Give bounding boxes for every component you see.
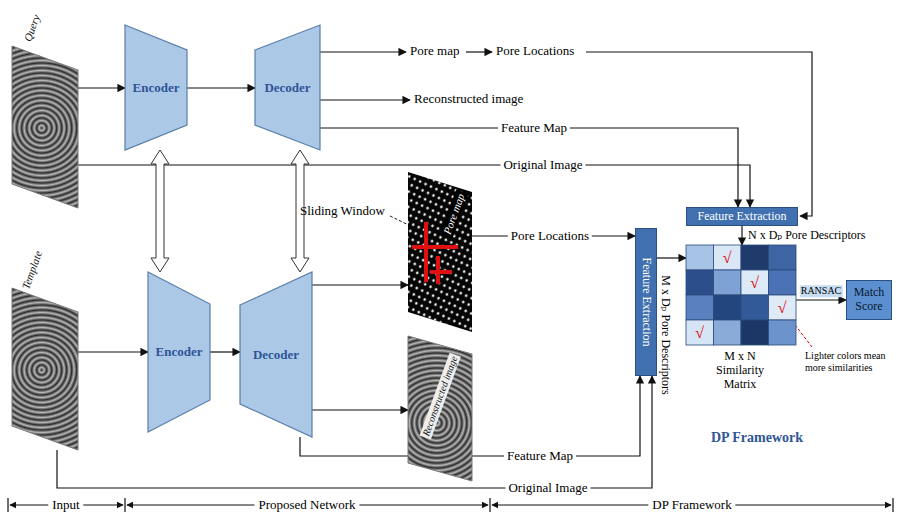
- reconstructed-image: Reconstructed image: [408, 336, 472, 481]
- pore-map-ground: [408, 172, 472, 332]
- trapezoid: [255, 25, 320, 150]
- module-label: Feature Extraction: [639, 258, 653, 347]
- edge-label: Original Image: [500, 158, 585, 173]
- connector: [210, 351, 240, 352]
- connector: [78, 351, 148, 352]
- matrix-cell: [714, 270, 742, 295]
- connector: [187, 87, 255, 88]
- output-label: Pore map: [410, 44, 459, 59]
- connector: [657, 257, 686, 258]
- network-label: Decoder: [253, 347, 299, 362]
- matrix-cell: [769, 320, 797, 345]
- matrix-cell: [686, 320, 714, 345]
- pore-dots: [408, 172, 472, 332]
- output-label: Pore Locations: [496, 44, 574, 59]
- network-label: Decoder: [264, 80, 310, 95]
- edge-label: Original Image: [505, 481, 590, 496]
- edge-label: Feature Map: [504, 449, 576, 464]
- connector: [57, 376, 652, 488]
- output-arrow: [466, 51, 492, 52]
- connector: [78, 87, 125, 88]
- edge-label: Feature Map: [498, 121, 570, 136]
- matrix-cell: [741, 320, 769, 345]
- matrix-cell: [769, 295, 797, 320]
- pore-map-image: Pore map: [408, 172, 472, 332]
- pore-location-wire: [586, 52, 812, 216]
- trapezoid: [125, 25, 187, 150]
- match-check: √: [750, 273, 759, 291]
- matrix-cell: [741, 295, 769, 320]
- fingerprint-ridges: [12, 288, 78, 450]
- output-arrow: [320, 51, 406, 52]
- connector: [741, 226, 742, 245]
- dimension-label: M x Dₚ Pore Descriptors: [658, 275, 672, 394]
- matrix-cell: [714, 320, 742, 345]
- matrix-cell: [686, 245, 714, 270]
- matrix-cell: [714, 245, 742, 270]
- panel-title: DP Framework: [711, 430, 803, 446]
- feature-extraction-box: Feature Extraction: [686, 207, 798, 226]
- fingerprint-ridges: [12, 46, 78, 208]
- connector: [312, 284, 408, 285]
- dimension-label: N x Dₚ Pore Descriptors: [748, 229, 865, 243]
- network-label: Encoder: [133, 80, 180, 95]
- similarity-matrix: √ √ √ √: [686, 245, 796, 345]
- axis-tick: [8, 498, 893, 512]
- score-label: Match Score: [854, 286, 885, 314]
- panel-outline: [621, 199, 896, 469]
- decoder-block: Decoder: [240, 272, 312, 437]
- module-label: Feature Extraction: [698, 210, 787, 224]
- encoder-block: Encoder: [148, 272, 210, 432]
- fingerprint-ridges: [408, 336, 472, 481]
- match-check: √: [723, 248, 732, 266]
- trapezoid: [240, 272, 312, 437]
- image-title: Query: [21, 13, 42, 43]
- network-label: Encoder: [156, 345, 203, 360]
- matrix-cell: [769, 245, 797, 270]
- match-check: √: [778, 298, 787, 316]
- edge-label: RANSAC: [800, 285, 843, 297]
- matrix-cell: [741, 270, 769, 295]
- match-check: √: [695, 323, 704, 341]
- template-image: Template: [12, 250, 78, 450]
- matrix-cell: [741, 245, 769, 270]
- note-text: Lighter colors mean more similarities: [805, 350, 893, 373]
- image-title: Template: [19, 249, 45, 291]
- callout-label: Sliding Window: [300, 204, 385, 219]
- match-score-box: Match Score: [846, 280, 892, 320]
- trapezoid: [148, 272, 210, 432]
- matrix-cell: [769, 270, 797, 295]
- connector: [796, 299, 846, 300]
- matrix-cell: [686, 295, 714, 320]
- axis-label: Proposed Network: [254, 498, 359, 513]
- decoder-block: Decoder: [255, 25, 320, 150]
- encoder-block: Encoder: [125, 25, 187, 150]
- edge-label: Pore Locations: [508, 229, 592, 244]
- hollow-double-arrow: [151, 150, 169, 272]
- feature-extraction-box: Feature Extraction: [635, 228, 657, 376]
- axis-label: Input: [48, 498, 83, 513]
- output-arrow: [320, 99, 410, 100]
- connector: [320, 128, 738, 207]
- matrix-caption: M x N Similarity Matrix: [705, 350, 775, 391]
- axis-label: DP Framework: [648, 498, 735, 513]
- connector: [312, 409, 408, 410]
- output-label: Reconstructed image: [414, 92, 523, 107]
- matrix-cell: [686, 270, 714, 295]
- query-image: Query: [12, 8, 78, 208]
- matrix-cell: [714, 295, 742, 320]
